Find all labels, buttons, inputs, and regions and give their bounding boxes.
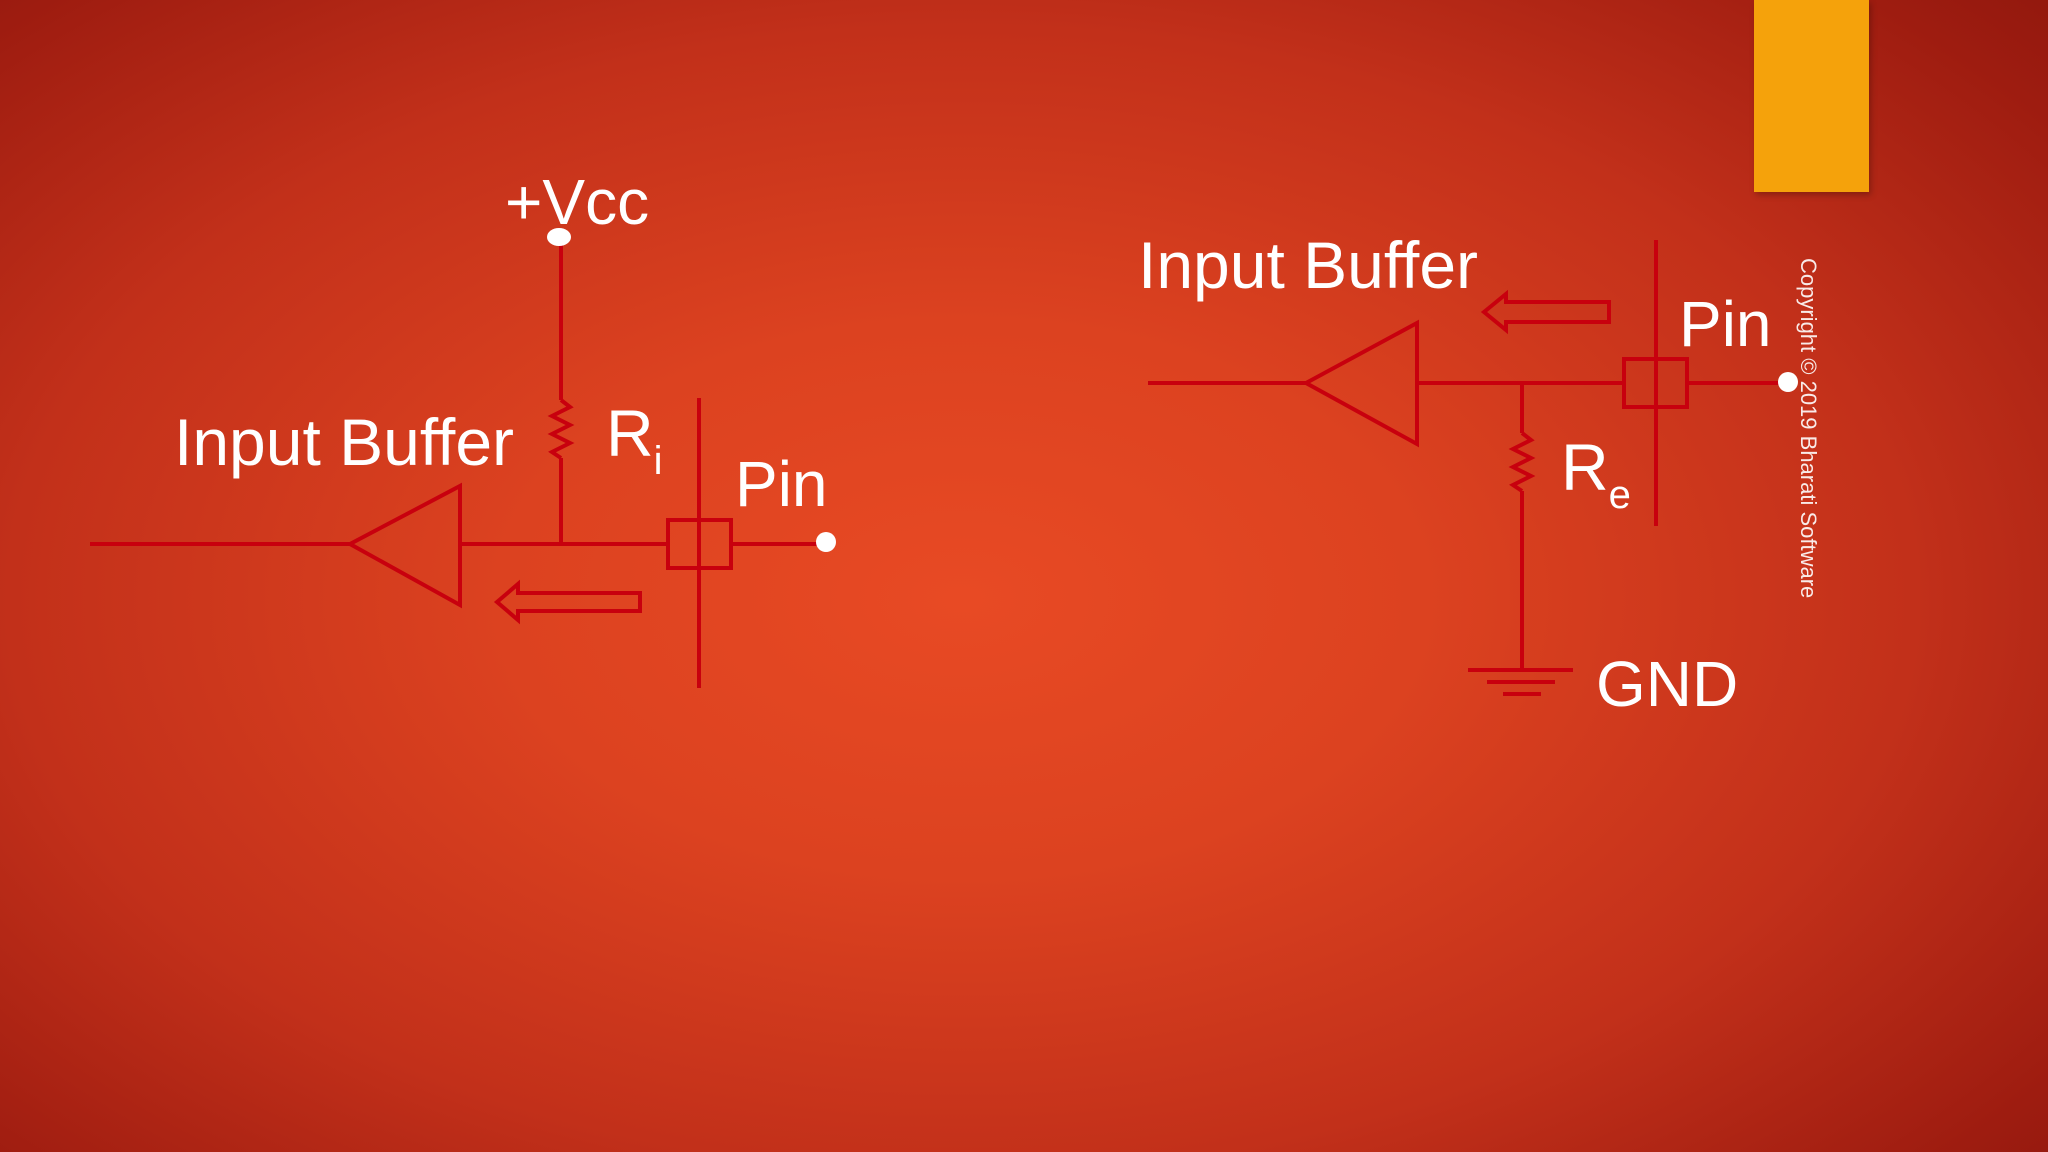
left-buffer-symbol (345, 482, 462, 609)
right-pin-label: Pin (1679, 288, 1772, 360)
copyright-text: Copyright © 2019 Bharati Software (1796, 258, 1821, 599)
left-pin-dot (816, 532, 836, 552)
left-resistor-subscript: i (653, 439, 663, 483)
left-input-buffer-label: Input Buffer (174, 405, 515, 479)
right-buffer-symbol (1301, 319, 1419, 448)
left-vcc-label: +Vcc (505, 166, 650, 238)
right-pin-dot (1778, 372, 1798, 392)
ground-label: GND (1596, 648, 1739, 720)
accent-tab (1754, 0, 1869, 192)
left-pullup-circuit (90, 228, 836, 688)
left-resistor-ri (547, 398, 575, 460)
right-resistor-subscript: e (1608, 473, 1631, 517)
right-current-arrow (1480, 289, 1611, 335)
left-vcc-dot (547, 228, 571, 246)
right-resistor-re (1508, 431, 1536, 493)
right-input-buffer-label: Input Buffer (1138, 228, 1479, 302)
left-pin-label: Pin (735, 448, 828, 520)
left-current-arrow (493, 579, 642, 625)
right-resistor-main: R (1561, 430, 1609, 504)
left-resistor-main: R (606, 396, 654, 470)
ground-symbol (1468, 668, 1573, 696)
left-resistor-label: Ri (606, 400, 663, 481)
right-pulldown-circuit (1148, 240, 1798, 696)
right-resistor-label: Re (1561, 434, 1631, 515)
